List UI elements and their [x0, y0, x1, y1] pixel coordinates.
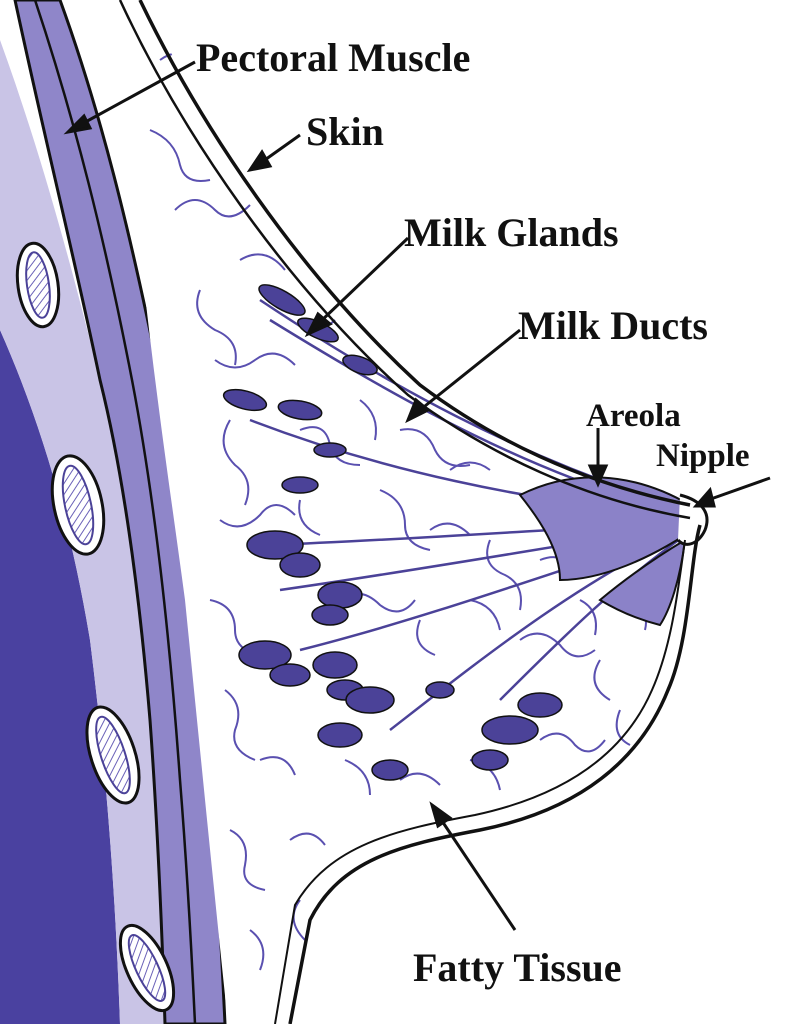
label-milk-glands: Milk Glands: [404, 213, 619, 253]
label-fatty-tissue: Fatty Tissue: [413, 948, 622, 988]
gland-lobule-6: [372, 760, 408, 780]
gland-lobule-8: [426, 682, 454, 698]
label-areola: Areola: [586, 400, 681, 433]
label-milk-ducts: Milk Ducts: [518, 306, 708, 346]
label-skin: Skin: [306, 112, 384, 152]
label-pectoral-muscle: Pectoral Muscle: [196, 38, 470, 78]
label-nipple: Nipple: [656, 440, 750, 473]
